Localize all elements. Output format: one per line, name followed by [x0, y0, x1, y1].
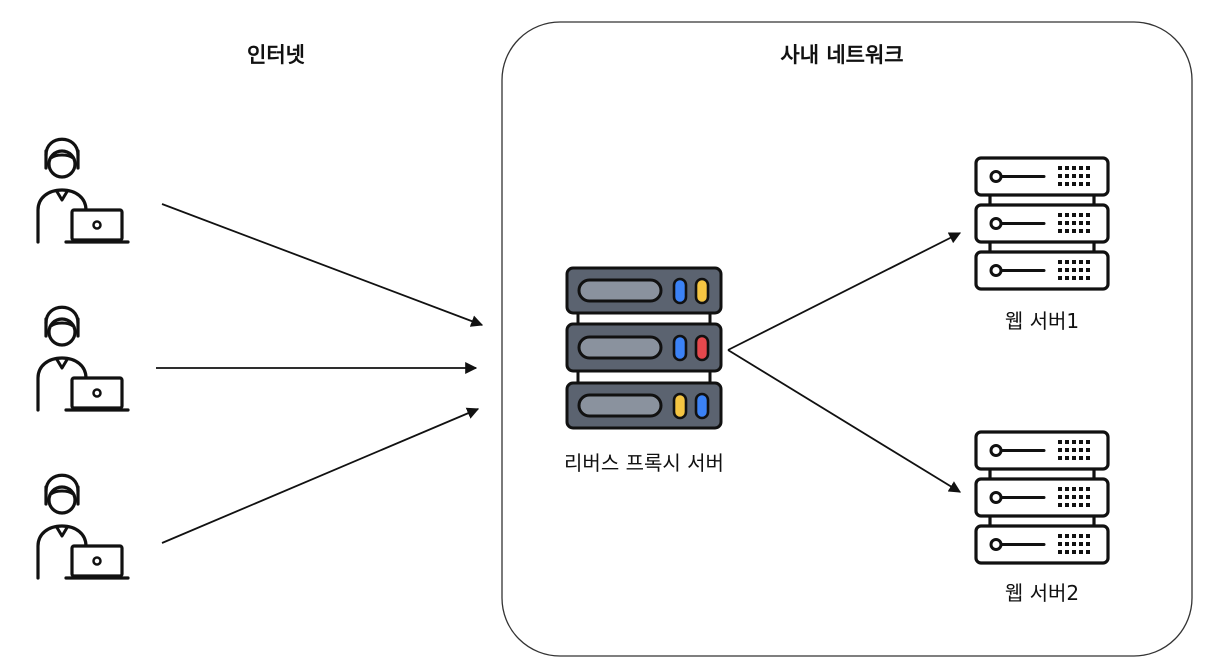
user-laptop-icon: [36, 305, 130, 412]
web-server-1-icon: [976, 158, 1108, 289]
reverse-proxy-server-icon: [565, 266, 723, 430]
web-server-2-label: 웹 서버2: [1005, 581, 1079, 605]
client-to-proxy-arrow: [161, 203, 484, 327]
web-server-2-icon: [976, 432, 1108, 563]
web-server-1-label: 웹 서버1: [1005, 309, 1079, 333]
internal-network-boundary: [501, 21, 1193, 657]
reverse-proxy-label: 리버스 프록시 서버: [564, 451, 724, 475]
user-laptop-icon: [36, 137, 130, 244]
user-laptop-icon: [36, 473, 130, 580]
internet-label: 인터넷: [247, 43, 305, 67]
proxy-to-web2-arrow: [727, 349, 962, 493]
internal-network-label: 사내 네트워크: [780, 43, 903, 67]
client-to-proxy-arrow: [161, 407, 480, 544]
proxy-to-web1-arrow: [727, 232, 962, 351]
